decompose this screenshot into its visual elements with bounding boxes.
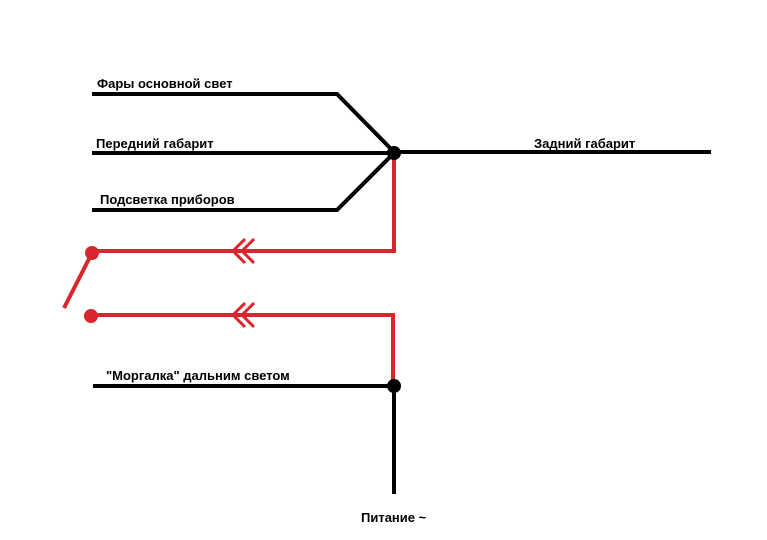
junction-node-lower <box>387 379 401 393</box>
arrow-upper-chevron-1 <box>230 237 247 265</box>
label-high-beam-flasher: "Моргалка" дальним светом <box>106 368 290 383</box>
switch-lever <box>62 252 94 309</box>
red-wire-upper <box>92 153 396 253</box>
label-headlights-main: Фары основной свет <box>97 76 233 91</box>
red-wire-lower <box>92 313 395 386</box>
switch-contact-upper <box>85 246 99 260</box>
label-rear-marker: Задний габарит <box>534 136 636 151</box>
label-power-supply: Питание ~ <box>361 510 427 525</box>
junction-node-upper <box>387 146 401 160</box>
label-front-marker: Передний габарит <box>96 136 214 151</box>
arrow-lower-chevron-2 <box>239 301 256 329</box>
switch-contact-lower <box>84 309 98 323</box>
arrow-lower-chevron-1 <box>230 301 247 329</box>
wire-headlights-main <box>92 92 396 154</box>
arrow-upper-chevron-2 <box>239 237 256 265</box>
wire-dash-backlight <box>92 151 396 212</box>
label-dash-backlight: Подсветка приборов <box>100 192 235 207</box>
